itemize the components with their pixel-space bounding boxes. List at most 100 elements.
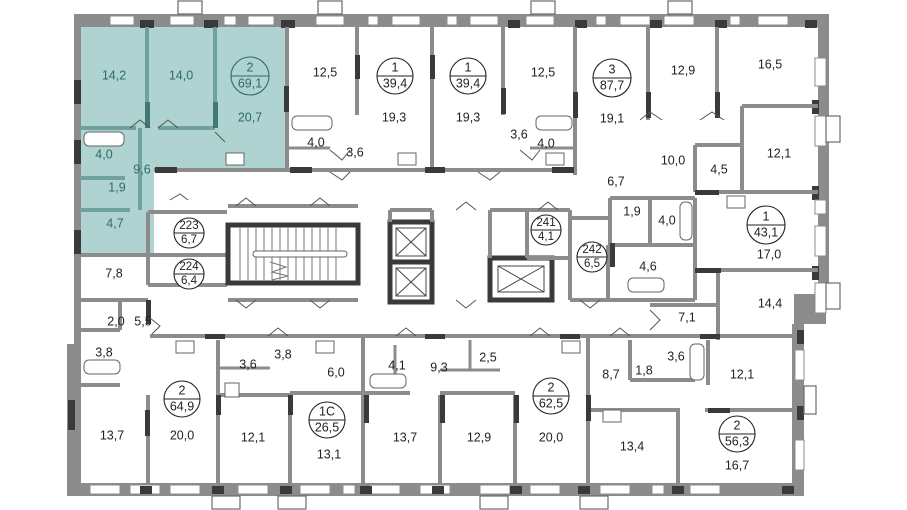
room-area: 13,7 [393, 430, 417, 444]
storage-area: 6,5 [584, 258, 600, 270]
dark-interior-segments [145, 55, 730, 436]
room-area: 6,0 [327, 365, 344, 379]
room-area: 4,7 [106, 216, 123, 230]
windows-right [794, 57, 841, 471]
apartment-area: 43,1 [754, 225, 778, 239]
apartment-badge[interactable]: 2 62,5 [532, 377, 570, 415]
room-area: 13,4 [620, 439, 644, 453]
storage-badge[interactable]: 242 6,5 [576, 241, 608, 273]
room-area: 12,9 [467, 430, 491, 444]
bathtub-icon [535, 115, 573, 131]
windows-top [109, 15, 789, 26]
storage-number: 223 [179, 220, 198, 232]
room-area: 16,7 [725, 458, 749, 472]
apartment-badge[interactable]: 3 87,7 [592, 58, 632, 98]
room-area: 8,7 [602, 367, 619, 381]
apartment-badge[interactable]: 1 43,1 [746, 205, 786, 245]
kitchen-sink-icon [726, 195, 746, 209]
doors [129, 111, 725, 337]
apartment-rooms: 2 [179, 383, 186, 397]
storage-number: 241 [536, 217, 555, 229]
apartment-badge[interactable]: 1 39,4 [376, 57, 414, 95]
apartment-area: 64,9 [170, 399, 194, 413]
room-area: 7,8 [105, 266, 122, 280]
bathtub-icon [689, 343, 705, 381]
kitchen-sink-icon [225, 152, 245, 166]
storage-badge[interactable]: 224 6,4 [173, 258, 205, 290]
room-area: 14,0 [169, 68, 193, 82]
storage-area: 4,1 [538, 231, 554, 243]
shower-icon [224, 382, 240, 398]
room-area: 2,5 [479, 350, 496, 364]
core-walls [228, 204, 610, 302]
storage-badge[interactable]: 223 6,7 [173, 217, 205, 249]
room-area: 2,0 [107, 314, 124, 328]
room-area: 17,0 [757, 247, 781, 261]
room-area: 4,1 [388, 358, 405, 372]
room-area: 13,1 [317, 447, 341, 461]
elevators [387, 219, 555, 305]
room-area: 13,7 [100, 428, 124, 442]
kitchen-sink-icon [315, 340, 335, 354]
room-area: 14,2 [102, 68, 126, 82]
bathtub-icon [679, 201, 693, 241]
room-area: 20,0 [170, 428, 194, 442]
room-area: 16,5 [758, 57, 782, 71]
room-area: 12,1 [241, 430, 265, 444]
apartment-rooms: 1С [319, 404, 335, 418]
room-area: 9,6 [133, 162, 150, 176]
room-area: 3,6 [239, 357, 256, 371]
apartment-badge[interactable]: 2 64,9 [163, 380, 201, 418]
apartment-rooms: 2 [548, 380, 555, 394]
kitchen-sink-icon [602, 409, 622, 423]
room-area: 9,3 [430, 360, 447, 374]
room-area: 12,1 [730, 367, 754, 381]
room-area: 1,9 [623, 204, 640, 218]
apartment-rooms: 1 [763, 209, 770, 223]
apartment-area: 39,4 [383, 76, 407, 90]
room-area: 20,7 [238, 110, 262, 124]
storage-number: 242 [582, 244, 601, 256]
room-area: 12,9 [671, 63, 695, 77]
balconies-top [177, 0, 693, 15]
room-area: 4,0 [537, 136, 554, 150]
room-area: 5,5 [134, 314, 151, 328]
storage-number: 224 [179, 261, 199, 273]
room-area: 1,9 [108, 180, 125, 194]
bathtub-icon [627, 277, 665, 293]
room-area: 19,1 [600, 111, 624, 125]
stairwell [225, 222, 361, 286]
room-area: 20,0 [539, 430, 563, 444]
apartment-area: 62,5 [539, 396, 563, 410]
bathtub-icon [83, 359, 121, 375]
kitchen-sink-icon [545, 152, 565, 166]
apartment-area: 56,3 [725, 434, 749, 448]
room-labels: 14,2 14,0 20,7 4,0 9,6 1,9 4,7 12,5 4,0 … [95, 57, 791, 472]
apartment-badge[interactable]: 2 56,3 [718, 415, 756, 453]
apartment-area: 69,1 [238, 76, 262, 90]
room-area: 14,4 [758, 296, 782, 310]
apartment-rooms: 2 [734, 418, 741, 432]
apartment-2-69-walls [80, 27, 218, 212]
apartment-badge[interactable]: 2 69,1 [230, 56, 270, 96]
apartment-rooms: 1 [392, 60, 399, 74]
room-area: 4,5 [710, 162, 727, 176]
room-area: 7,1 [678, 310, 695, 324]
apartment-badge[interactable]: 1С 26,5 [308, 401, 346, 439]
kitchen-sink-icon [175, 340, 195, 354]
room-area: 12,5 [313, 65, 337, 79]
bathtub-icon [83, 131, 125, 147]
apartment-area: 87,7 [600, 78, 624, 92]
bathtub-icon [291, 115, 333, 131]
apartment-rooms: 2 [247, 60, 254, 74]
room-area: 3,6 [510, 127, 527, 141]
apartment-rooms: 3 [609, 62, 616, 76]
bathtub-icon [369, 373, 407, 389]
room-area: 12,5 [531, 65, 555, 79]
windows-bottom [89, 484, 794, 510]
apartment-badge[interactable]: 1 39,4 [449, 57, 487, 95]
storage-badge[interactable]: 241 4,1 [530, 214, 562, 246]
room-area: 4,0 [95, 147, 112, 161]
room-area: 19,3 [456, 110, 480, 124]
apartment-area: 26,5 [315, 420, 339, 434]
